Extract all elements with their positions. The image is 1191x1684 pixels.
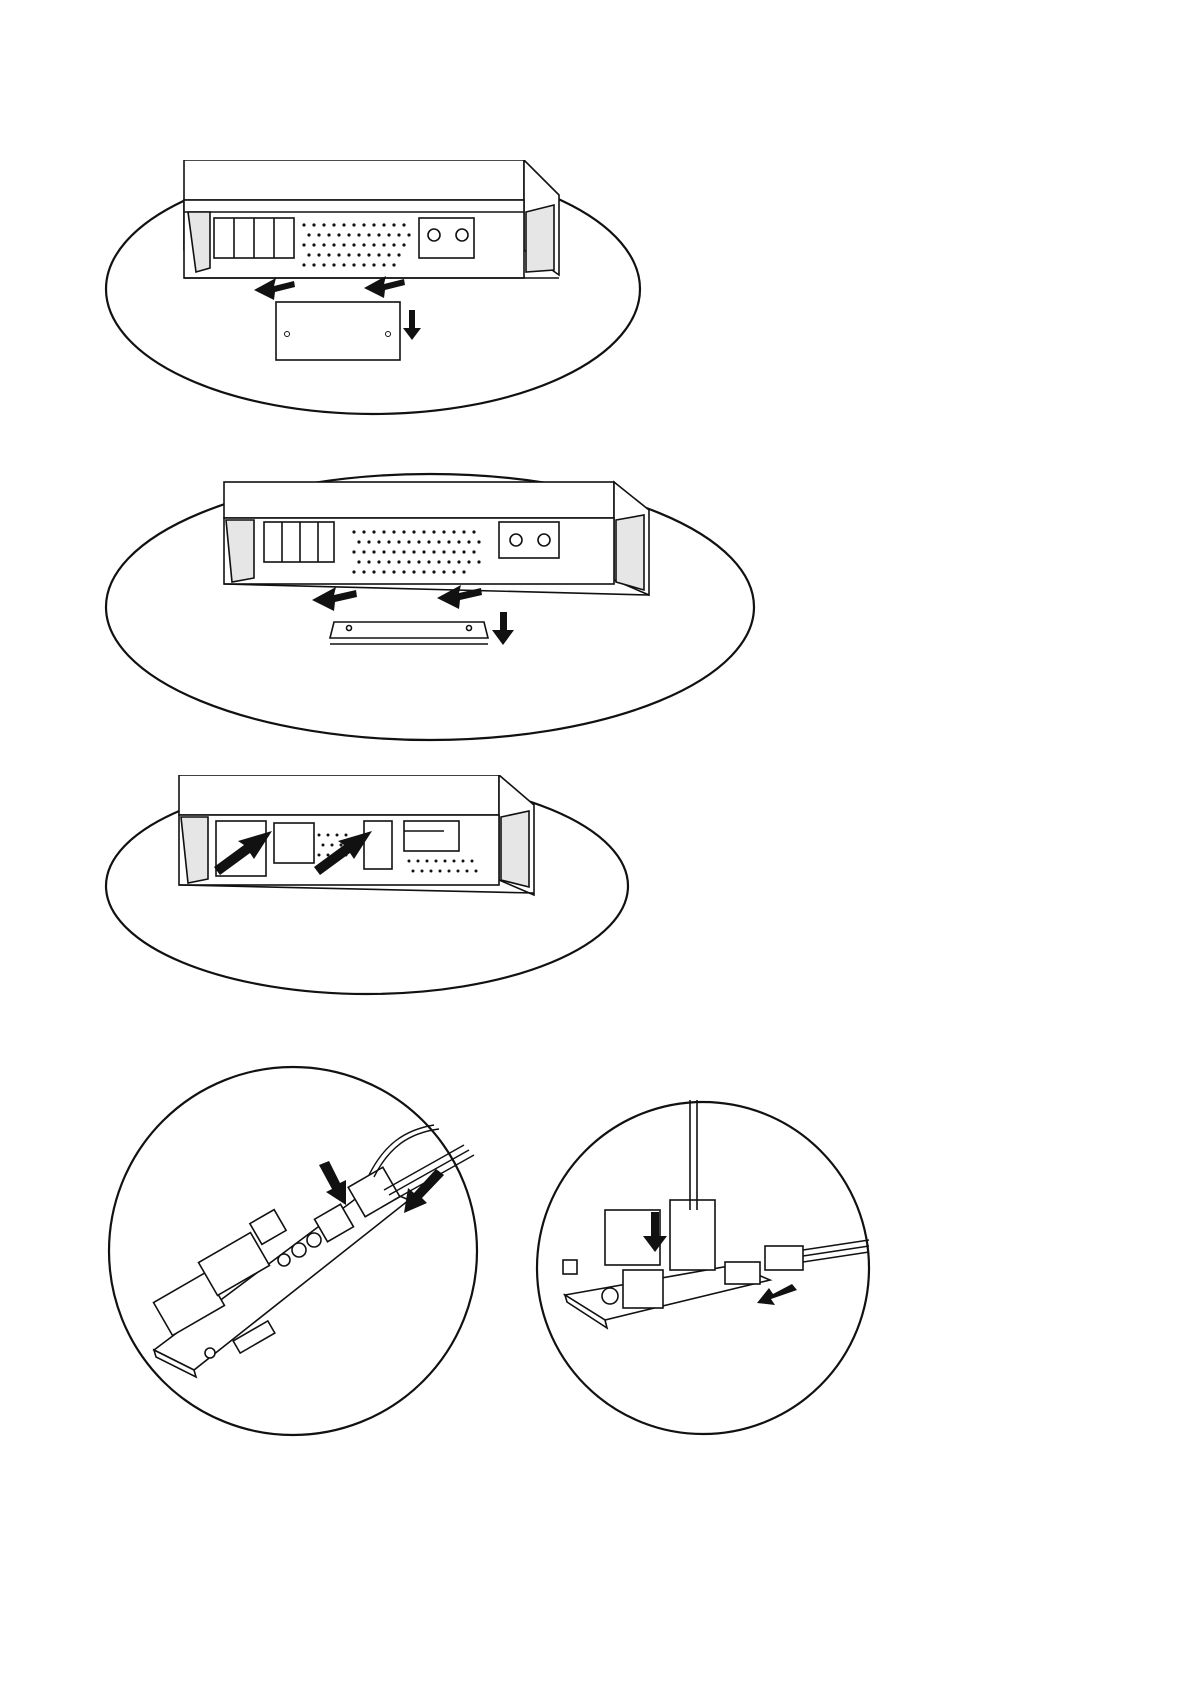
inverter-unit: [184, 160, 559, 278]
diagram-remove-bracket-svg: [104, 470, 756, 744]
diagram-board-b-svg: [535, 1100, 871, 1436]
diagram-remove-cover-svg: [104, 160, 642, 418]
cover-plate: [276, 302, 400, 360]
diagram-remove-bracket: [104, 470, 756, 744]
diagram-board-a-svg: [104, 1065, 482, 1437]
diagram-board-a: [104, 1065, 482, 1437]
diagram-insert-card-svg: [104, 775, 630, 997]
diagram-board-b: [535, 1100, 871, 1436]
diagram-remove-cover: [104, 160, 642, 418]
inverter-unit: [179, 775, 534, 895]
inverter-unit: [224, 482, 649, 595]
diagram-insert-card: [104, 775, 630, 997]
